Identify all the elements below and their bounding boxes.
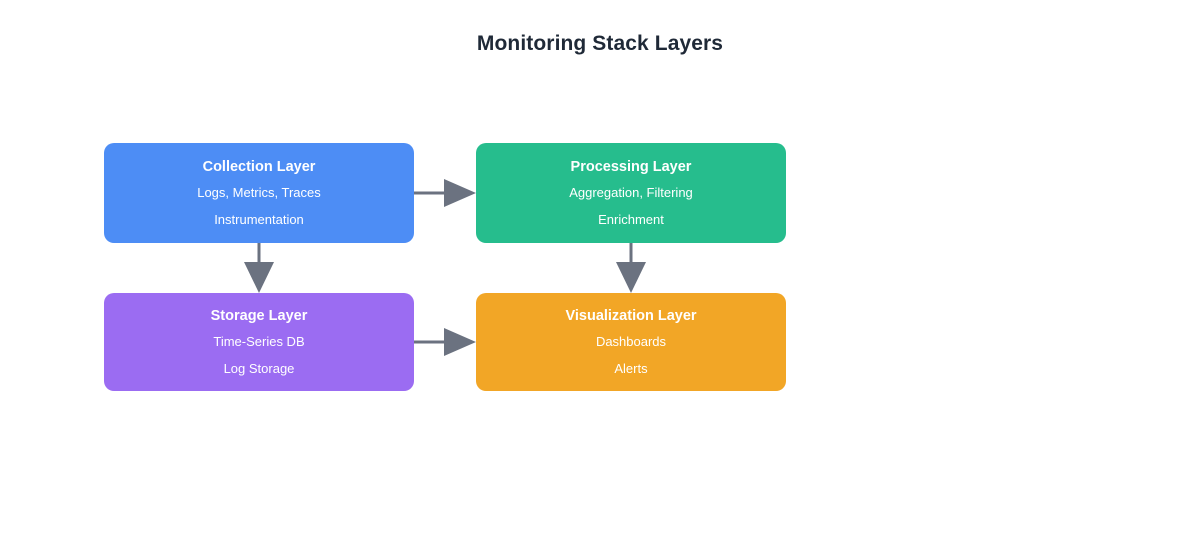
node-detail-line: Time-Series DB (213, 333, 305, 349)
node-detail-line: Instrumentation (214, 211, 304, 227)
node-detail-line: Dashboards (595, 333, 667, 349)
node-storage-layer[interactable]: Storage Layer Time-Series DB Log Storage (104, 293, 414, 391)
arrow-collection-to-storage (244, 243, 274, 293)
arrow-collection-to-processing (414, 179, 476, 207)
node-title: Processing Layer (570, 159, 692, 176)
arrow-storage-to-visualization (414, 328, 476, 356)
node-detail-line: Aggregation, Filtering (569, 184, 693, 200)
node-visualization-layer[interactable]: Visualization Layer Dashboards Alerts (476, 293, 786, 391)
node-detail-line: Alerts (614, 360, 648, 376)
node-processing-layer[interactable]: Processing Layer Aggregation, Filtering … (476, 143, 786, 243)
arrow-processing-to-visualization (616, 243, 646, 293)
node-title: Storage Layer (210, 308, 308, 325)
node-title: Visualization Layer (565, 308, 697, 325)
node-title: Collection Layer (202, 159, 316, 176)
node-detail-line: Log Storage (223, 360, 295, 376)
node-collection-layer[interactable]: Collection Layer Logs, Metrics, Traces I… (104, 143, 414, 243)
node-detail-line: Enrichment (598, 211, 664, 227)
page-title: Monitoring Stack Layers (476, 32, 724, 55)
node-detail-line: Logs, Metrics, Traces (197, 184, 321, 200)
